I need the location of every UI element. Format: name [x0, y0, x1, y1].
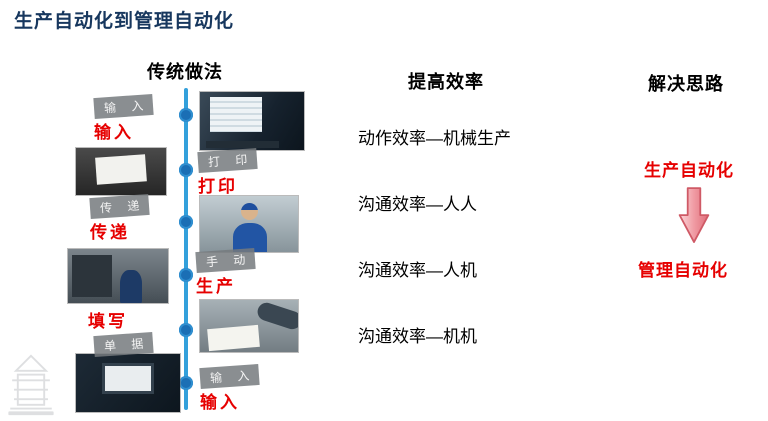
- step-label-fill-in: 填写 单 据: [88, 306, 155, 358]
- step-ghost-label: 传 递: [89, 193, 151, 220]
- step-main-label: 打印: [198, 177, 238, 196]
- photo-input-terminal: [76, 354, 180, 412]
- step-ghost-label: 输 入: [93, 93, 155, 120]
- timeline-dot: [179, 215, 193, 229]
- photo-worker-delivering: [200, 196, 298, 252]
- photo-form-writing: [200, 300, 298, 352]
- photo-printed-document: [76, 148, 166, 195]
- solution-heading: 解决思路: [648, 74, 724, 94]
- step-label-input-1: 输 入 输入: [93, 93, 155, 143]
- watermark-logo: [8, 354, 54, 416]
- efficiency-item-person-person: 沟通效率—人人: [358, 195, 477, 214]
- timeline-dot: [179, 268, 193, 282]
- step-label-print: 打 印 打印: [197, 147, 259, 197]
- efficiency-item-machine-production: 动作效率—机械生产: [358, 129, 511, 148]
- step-ghost-label: 输 入: [199, 363, 261, 390]
- traditional-process-heading: 传统做法: [147, 62, 223, 82]
- step-label-input-2: 输 入 输入: [199, 363, 261, 413]
- page-title: 生产自动化到管理自动化: [14, 11, 235, 32]
- step-label-deliver: 传 递 传递: [89, 193, 151, 243]
- timeline-dot: [179, 108, 193, 122]
- photo-computer-screen: [200, 92, 304, 150]
- timeline-line: [184, 88, 188, 410]
- timeline-dot: [179, 163, 193, 177]
- timeline-dot: [179, 376, 193, 390]
- efficiency-item-machine-machine: 沟通效率—机机: [358, 327, 477, 346]
- step-main-label: 生产: [196, 277, 236, 296]
- step-main-label: 输入: [200, 393, 240, 412]
- step-ghost-label: 打 印: [197, 147, 259, 174]
- photo-production-workshop: [68, 249, 168, 303]
- step-ghost-label: 手 动: [195, 247, 257, 274]
- solution-production-automation: 生产自动化: [644, 161, 734, 180]
- step-main-label: 传递: [90, 223, 130, 242]
- efficiency-heading: 提高效率: [408, 72, 484, 92]
- solution-management-automation: 管理自动化: [638, 261, 728, 280]
- down-arrow-icon: [678, 187, 710, 244]
- efficiency-item-person-machine: 沟通效率—人机: [358, 261, 477, 280]
- timeline-dot: [179, 323, 193, 337]
- step-ghost-label: 单 据: [93, 331, 155, 358]
- step-main-label: 填写: [88, 312, 128, 331]
- step-main-label: 输入: [94, 123, 134, 142]
- step-label-produce: 手 动 生产: [195, 247, 257, 297]
